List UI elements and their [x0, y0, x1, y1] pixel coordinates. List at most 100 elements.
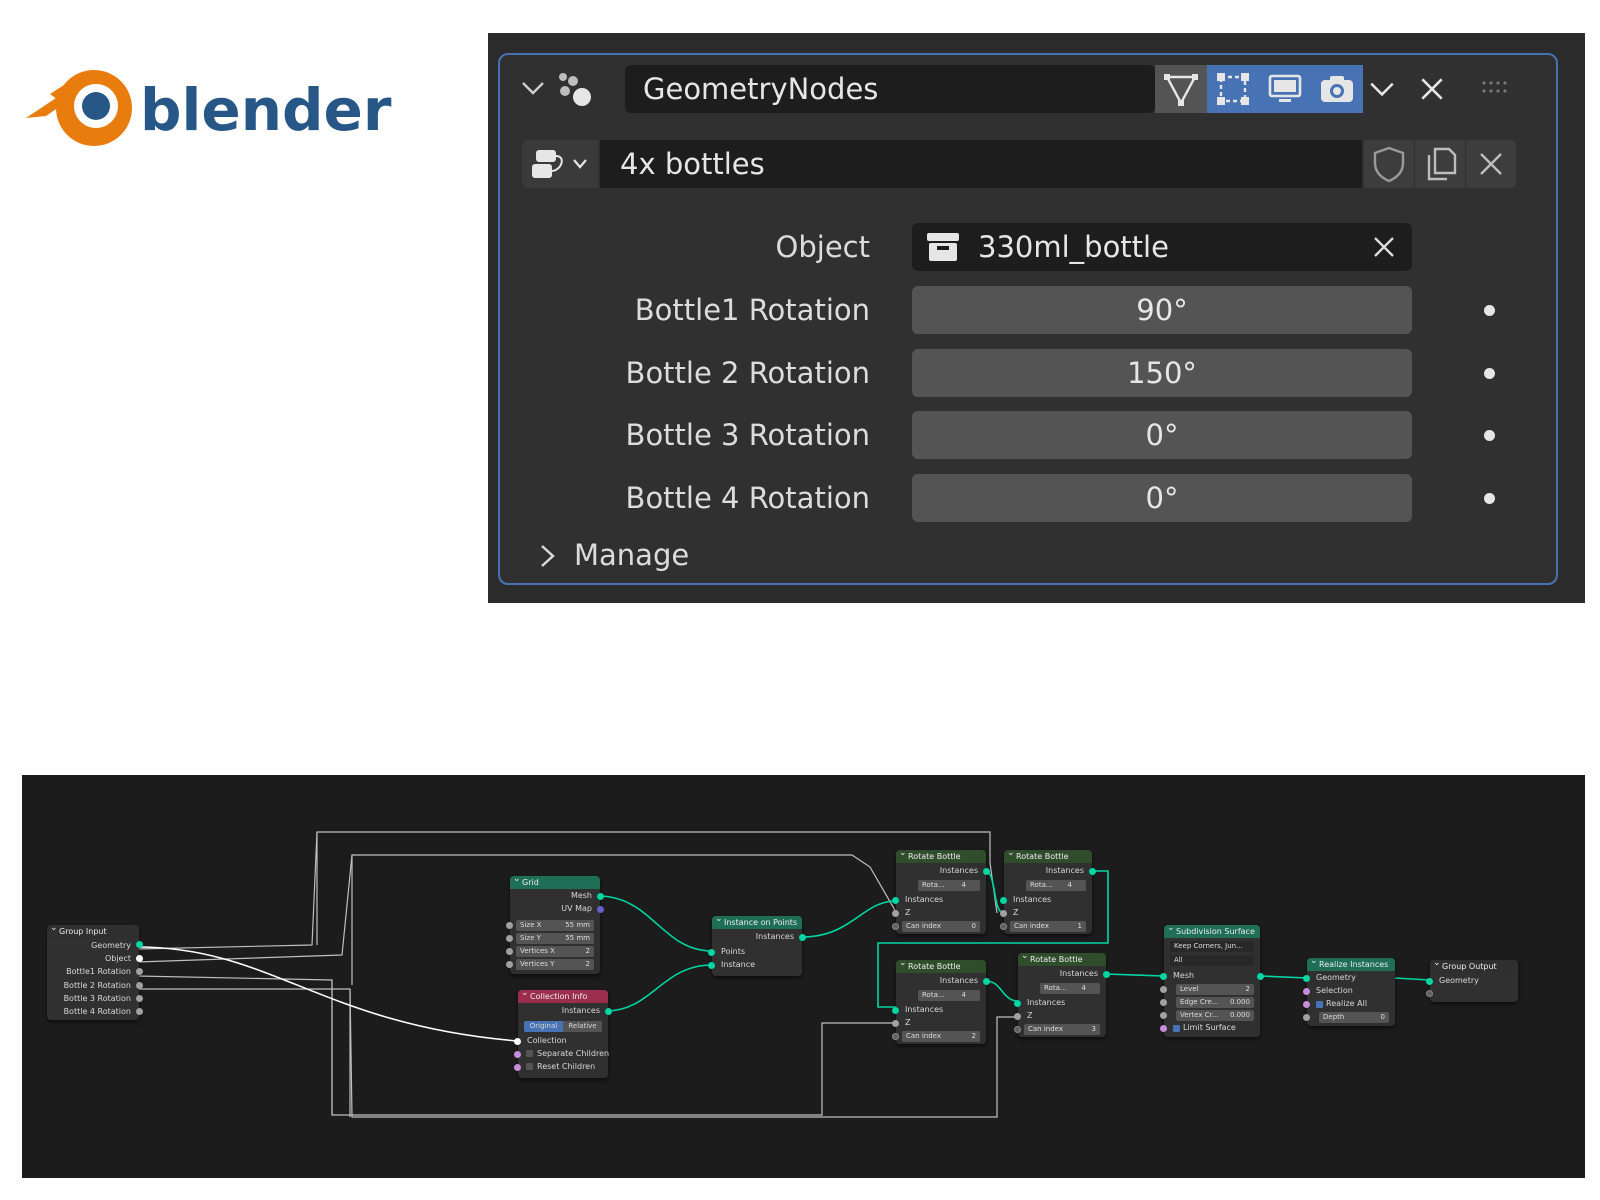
realize-instances-node[interactable]: Realize Instances Geometry Selection Rea… [1303, 958, 1395, 1026]
bottle3-keyframe-dot[interactable] [1484, 430, 1495, 441]
render-button[interactable] [1311, 65, 1363, 113]
clear-object-close-icon[interactable] [1372, 235, 1396, 259]
subsurf-vertex-crease-socket[interactable] [1160, 1012, 1167, 1019]
bottle1-rotation-field[interactable]: 90° [912, 286, 1412, 334]
subsurf-edge-crease-field[interactable]: Edge Cre...0.000 [1176, 997, 1254, 1008]
rb1-in-instances-socket[interactable] [892, 897, 899, 904]
bottle4-rotation-field[interactable]: 0° [912, 474, 1412, 522]
group-input-node[interactable]: Group Input Geometry Object Bottle1 Rota… [47, 925, 143, 1020]
group-output-node[interactable]: Group Output Geometry [1426, 960, 1518, 1002]
bottle2-rotation-field[interactable]: 150° [912, 349, 1412, 397]
ci-separate-socket[interactable] [514, 1051, 521, 1058]
instance-on-points-node[interactable]: Instance on Points Instances Points Inst… [708, 916, 806, 976]
modifier-name-input[interactable]: GeometryNodes [625, 65, 1155, 113]
rb2-in-z-socket[interactable] [1000, 910, 1007, 917]
remove-modifier-close-icon[interactable] [1418, 75, 1446, 103]
unlink-node-group-button[interactable] [1466, 140, 1516, 188]
node-group-name-input[interactable]: 4x bottles [600, 140, 1362, 188]
gi-object-socket[interactable] [136, 955, 143, 962]
rotate-bottle-node-3[interactable]: Rotate Bottle Instances Rota...4 Instanc… [892, 960, 990, 1044]
subsurf-mesh-out-socket[interactable] [1257, 973, 1264, 980]
node-tree-browse-button[interactable] [522, 140, 598, 188]
subsurf-uv-smooth-dropdown[interactable]: Keep Corners, Jun... [1170, 941, 1254, 952]
edit-mode-button[interactable] [1207, 65, 1259, 113]
go-empty-socket[interactable] [1426, 990, 1433, 997]
ci-relative-option[interactable]: Relative [563, 1021, 602, 1032]
bottle4-keyframe-dot[interactable] [1484, 493, 1495, 504]
rotate-bottle-node-4[interactable]: Rotate Bottle Instances Rota...4 Instanc… [1014, 953, 1110, 1037]
node-editor[interactable]: Group Input Geometry Object Bottle1 Rota… [22, 775, 1585, 1178]
rotate-bottle-node-1[interactable]: Rotate Bottle Instances Rota...4 Instanc… [892, 850, 990, 934]
rb4-in-can-socket[interactable] [1014, 1026, 1021, 1033]
ci-collection-socket[interactable] [514, 1038, 521, 1045]
rotate-bottle-node-2[interactable]: Rotate Bottle Instances Rota...4 Instanc… [1000, 850, 1096, 934]
object-field[interactable]: 330ml_bottle [912, 223, 1412, 271]
grid-size-x-socket[interactable] [506, 922, 513, 929]
ci-reset-children-checkbox[interactable] [526, 1063, 533, 1070]
iop-instance-socket[interactable] [708, 962, 715, 969]
grid-node[interactable]: Grid Mesh UV Map Size X55 mm Size Y55 mm… [506, 876, 604, 974]
rb4-out-socket[interactable] [1103, 971, 1110, 978]
fake-user-button[interactable] [1364, 140, 1414, 188]
rb4-in-z-socket[interactable] [1014, 1013, 1021, 1020]
duplicate-node-group-button[interactable] [1415, 140, 1465, 188]
rb1-in-z-socket[interactable] [892, 910, 899, 917]
grid-size-y-socket[interactable] [506, 935, 513, 942]
grid-uvmap-socket[interactable] [597, 906, 604, 913]
go-geometry-socket[interactable] [1426, 978, 1433, 985]
gi-bottle2-socket[interactable] [136, 982, 143, 989]
realize-all-socket[interactable] [1303, 1001, 1310, 1008]
realize-depth-socket[interactable] [1303, 1014, 1310, 1021]
subdivision-surface-node[interactable]: Subdivision Surface Keep Corners, Jun...… [1160, 925, 1264, 1037]
realize-geometry-in-socket[interactable] [1303, 975, 1310, 982]
bottle1-keyframe-dot[interactable] [1484, 305, 1495, 316]
gi-bottle4-socket[interactable] [136, 1008, 143, 1015]
grid-vertices-y-socket[interactable] [506, 961, 513, 968]
grid-mesh-socket[interactable] [597, 893, 604, 900]
rb2-group-field[interactable]: Rota...4 [1026, 880, 1086, 891]
rb1-out-socket[interactable] [983, 868, 990, 875]
subsurf-vertex-crease-field[interactable]: Vertex Cr...0.000 [1176, 1010, 1254, 1021]
ci-instances-socket[interactable] [605, 1008, 612, 1015]
ci-original-option[interactable]: Original [524, 1021, 563, 1032]
modifier-dropdown-chevron-icon[interactable] [1368, 75, 1396, 103]
realize-all-checkbox[interactable] [1316, 1001, 1323, 1008]
rb1-in-can-socket[interactable] [892, 923, 899, 930]
grid-vertices-x-socket[interactable] [506, 948, 513, 955]
edit-mode-cage-button[interactable] [1155, 65, 1207, 113]
subsurf-limit-socket[interactable] [1160, 1025, 1167, 1032]
rb3-in-instances-socket[interactable] [892, 1007, 899, 1014]
subsurf-limit-surface-checkbox[interactable] [1173, 1025, 1180, 1032]
drag-handle-icon[interactable] [1480, 77, 1512, 99]
gi-bottle3-socket[interactable] [136, 995, 143, 1002]
gi-geometry-socket[interactable] [136, 941, 143, 948]
collapse-chevron-icon[interactable] [520, 75, 546, 101]
subsurf-level-socket[interactable] [1160, 986, 1167, 993]
ci-reset-socket[interactable] [514, 1064, 521, 1071]
viewport-display-button[interactable] [1259, 65, 1311, 113]
rb4-in-instances-socket[interactable] [1014, 1000, 1021, 1007]
realize-selection-socket[interactable] [1303, 988, 1310, 995]
rb3-in-z-socket[interactable] [892, 1020, 899, 1027]
collection-info-node[interactable]: Collection Info Instances Original Relat… [514, 990, 612, 1078]
rb2-in-can-socket[interactable] [1000, 923, 1007, 930]
bottle2-keyframe-dot[interactable] [1484, 368, 1495, 379]
subsurf-edge-crease-socket[interactable] [1160, 999, 1167, 1006]
bottle3-rotation-field[interactable]: 0° [912, 411, 1412, 459]
manage-panel-toggle[interactable]: Manage [536, 535, 689, 575]
ci-separate-children-checkbox[interactable] [526, 1050, 533, 1057]
rb2-in-instances-socket[interactable] [1000, 897, 1007, 904]
rb1-group-field[interactable]: Rota...4 [918, 880, 980, 891]
rb2-out-socket[interactable] [1089, 868, 1096, 875]
rb3-out-socket[interactable] [983, 978, 990, 985]
rb3-group-field[interactable]: Rota...4 [918, 990, 980, 1001]
rb4-group-field[interactable]: Rota...4 [1040, 983, 1100, 994]
